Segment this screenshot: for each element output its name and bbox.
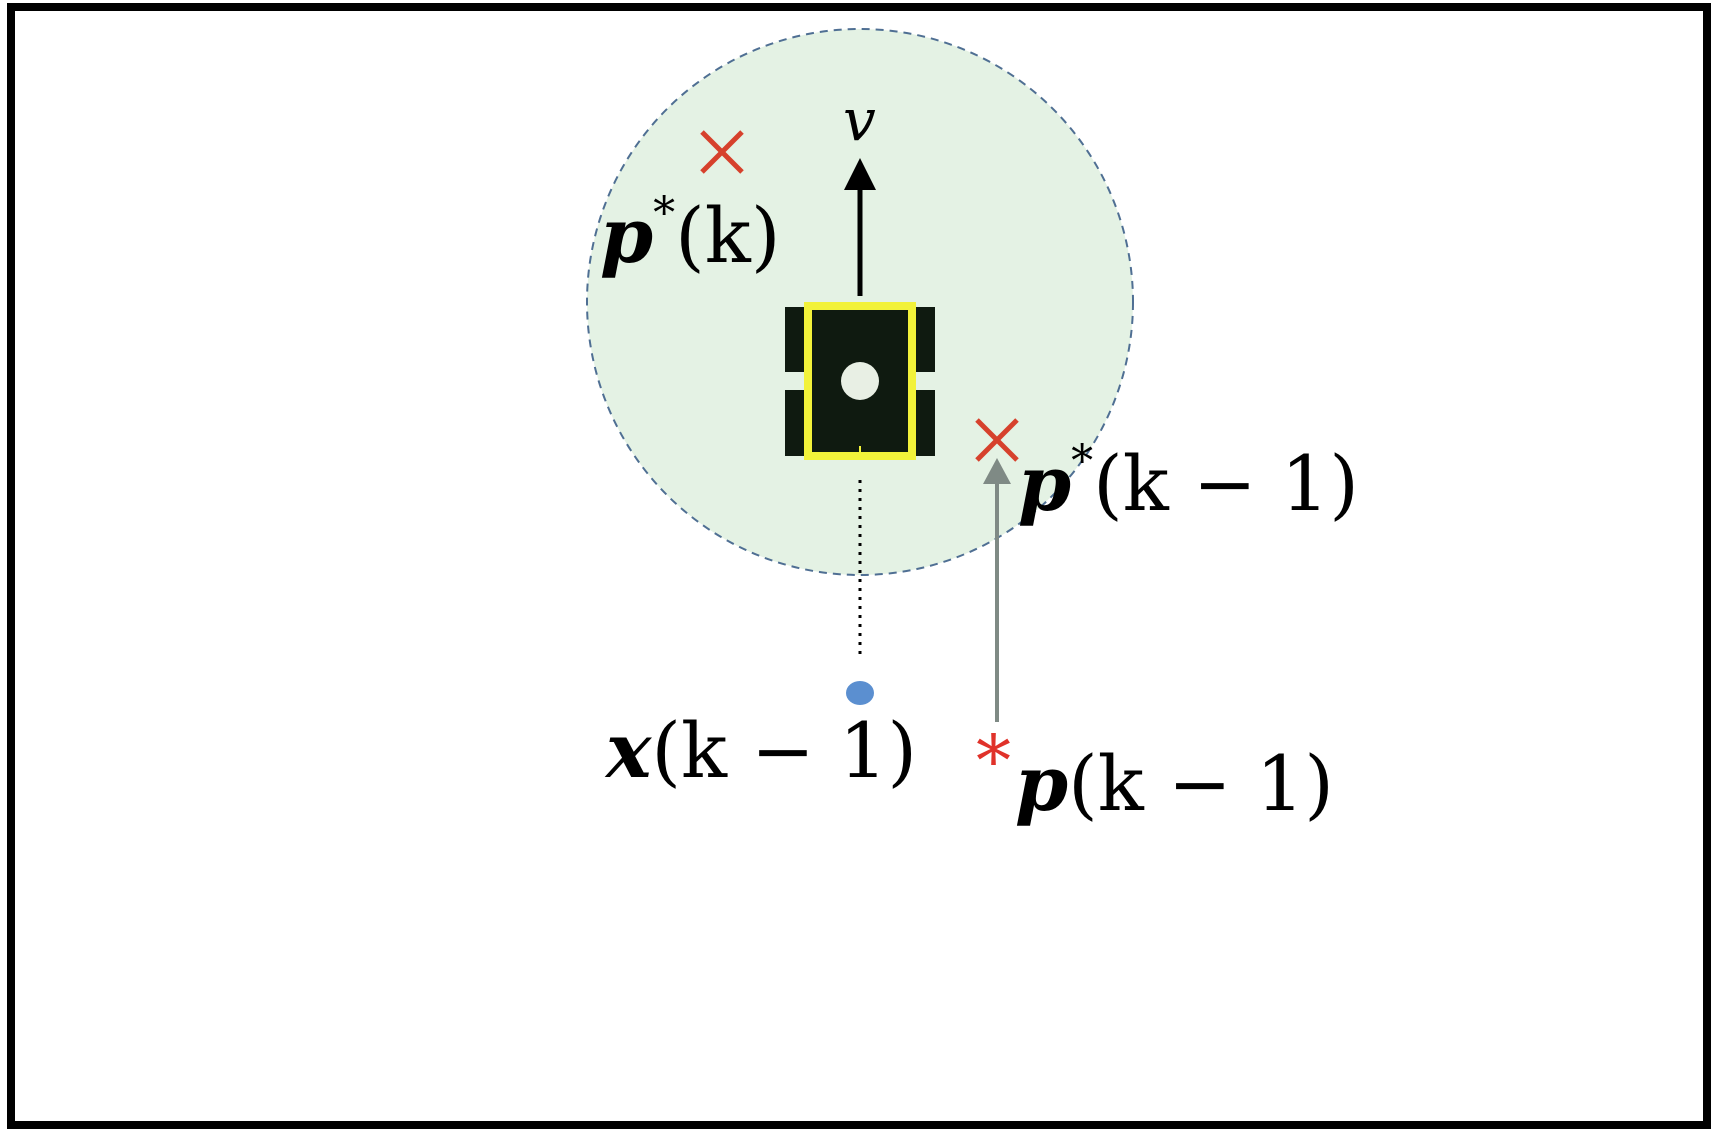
target-label-k-minus-1: p*(k − 1) bbox=[1018, 436, 1359, 528]
x-mark-icon bbox=[700, 130, 744, 174]
previous-position-dot bbox=[846, 681, 874, 705]
x-mark-icon bbox=[975, 418, 1019, 462]
velocity-label: v bbox=[843, 86, 876, 154]
measured-label-k-minus-1: p(k − 1) bbox=[1015, 739, 1334, 828]
asterisk-icon: * bbox=[976, 720, 1011, 802]
robot-icon bbox=[785, 302, 935, 460]
position-label-k-minus-1: x(k − 1) bbox=[604, 706, 917, 795]
correction-arrow bbox=[983, 458, 1011, 722]
target-label-k: p*(k) bbox=[600, 188, 781, 280]
velocity-arrow bbox=[844, 158, 876, 296]
